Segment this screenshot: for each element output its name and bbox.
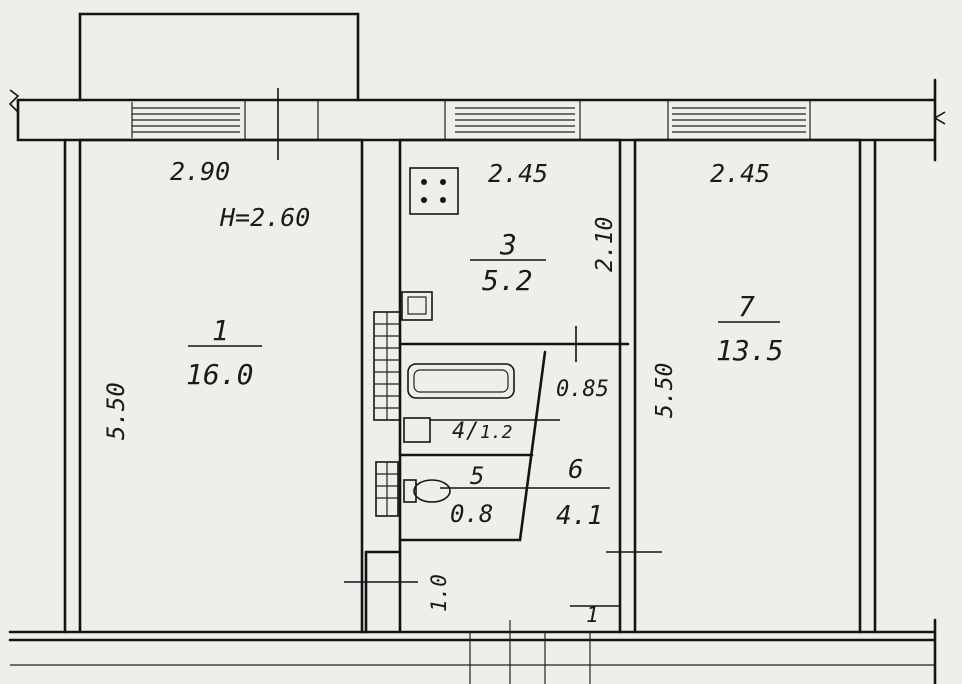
balcony (78, 12, 360, 102)
bathtub-icon (407, 363, 515, 399)
room-area: 0.8 (450, 500, 493, 528)
kitchen-sink-icon (401, 291, 433, 321)
room1-walls (63, 138, 364, 634)
vent-shaft-lower-icon (375, 461, 399, 517)
room7-walls (633, 138, 877, 634)
room-area: 13.5 (716, 334, 783, 367)
room1-width-dim: 2.90 (170, 157, 230, 186)
window-room1 (131, 102, 240, 138)
room-area: 1.2 (480, 422, 513, 443)
central-walls (344, 138, 662, 634)
bath-small-dim: 0.85 (556, 377, 609, 402)
room-4-separator: / (466, 419, 479, 444)
room-number: 3 (499, 228, 517, 261)
room-number: 5 (470, 462, 484, 490)
room-number: 6 (568, 455, 584, 485)
room-6-label: 6 4.1 (556, 455, 603, 531)
room-1-label: 1 16.0 (186, 314, 262, 391)
room7-width-dim: 2.45 (710, 159, 770, 188)
room-5-label: 5 0.8 (450, 462, 493, 528)
room-number: 7 (738, 290, 755, 323)
room-area: 4.1 (556, 501, 603, 531)
stove-icon (409, 167, 459, 215)
vent-shaft-icon (373, 311, 401, 421)
window-kitchen (455, 107, 575, 133)
bottom-wall (8, 618, 937, 684)
room-area: 5.2 (482, 264, 533, 297)
room7-length-dim: 5.50 (652, 363, 678, 418)
room-area: 16.0 (186, 358, 253, 391)
hall-dim: 1 (586, 603, 599, 627)
room-7-label: 7 13.5 (716, 290, 783, 367)
window-room7 (672, 107, 806, 133)
room-4-label: 4 / 1.2 (452, 419, 513, 444)
washbasin-icon (403, 417, 431, 443)
toilet-icon (403, 479, 451, 503)
door-dim: 1.0 (427, 574, 451, 612)
room-number: 1 (212, 314, 229, 347)
room1-length-dim: 5.50 (102, 382, 130, 440)
room-number: 4 (452, 419, 465, 444)
ceiling-height-label: H=2.60 (219, 203, 310, 232)
room-3-label: 3 5.2 (470, 228, 546, 297)
kitchen-depth-dim: 2.10 (592, 217, 618, 272)
kitchen-width-dim: 2.45 (488, 159, 548, 188)
